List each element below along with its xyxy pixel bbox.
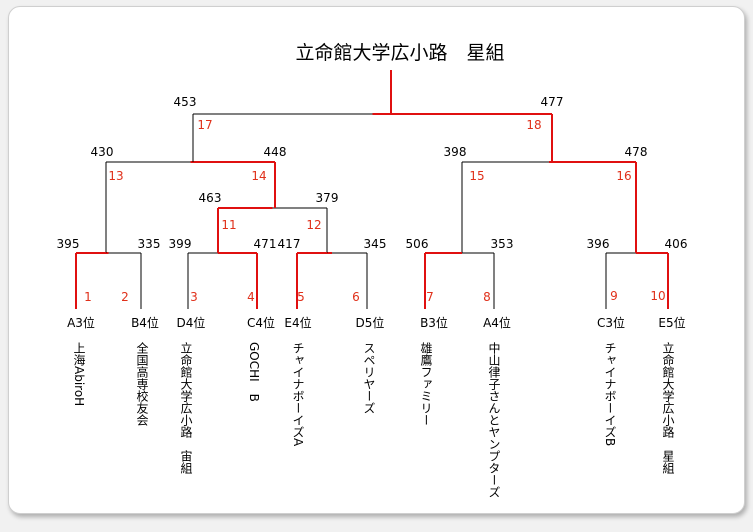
score-left: 417 [278, 237, 301, 251]
team-name: 全国高専校友会 [135, 341, 149, 427]
match-number: 15 [469, 169, 484, 183]
match-number: 17 [197, 118, 212, 132]
team-seed: A3位 [67, 315, 95, 330]
score-left: 395 [57, 237, 80, 251]
team-seed: B4位 [131, 315, 159, 330]
match-number: 7 [426, 290, 434, 304]
score-left: 453 [174, 95, 197, 109]
team-seed: D5位 [356, 315, 385, 330]
match-number: 14 [251, 169, 266, 183]
match-number: 13 [108, 169, 123, 183]
match-number: 8 [483, 290, 491, 304]
score-right: 477 [541, 95, 564, 109]
team-seed: C3位 [597, 315, 625, 330]
team-name: 雄鷹ファミリー [419, 341, 433, 426]
score-right: 448 [264, 145, 287, 159]
score-right: 406 [665, 237, 688, 251]
match-number: 4 [247, 290, 255, 304]
team-name: チャイナボーイズA [291, 342, 305, 447]
team-seed: A4位 [483, 315, 511, 330]
score-right: 345 [364, 237, 387, 251]
match-number: 3 [190, 290, 198, 304]
score-right: 471 [254, 237, 277, 251]
match-number: 16 [616, 169, 631, 183]
team-name: 中山律子さんとヤンプターズ [487, 341, 501, 498]
score-left: 463 [199, 191, 222, 205]
score-left: 396 [587, 237, 610, 251]
match-number: 9 [610, 289, 618, 303]
team-name: チャイナボーイズB [603, 342, 617, 446]
bracket-title: 立命館大学広小路 星組 [295, 42, 505, 64]
team-name: 立命館大学広小路 宙組 [179, 341, 193, 474]
team-seed: E5位 [658, 315, 685, 330]
match-number: 11 [221, 218, 236, 232]
team-name: スペリヤーズ [362, 342, 376, 414]
bracket-card [8, 6, 745, 514]
match-number: 5 [297, 290, 305, 304]
team-name: GOCHI B [247, 342, 261, 402]
team-seed: E4位 [284, 315, 311, 330]
team-name: 上海AbiroH [72, 342, 86, 407]
team-seed: C4位 [247, 315, 275, 330]
score-right: 335 [138, 237, 161, 251]
match-number: 6 [352, 290, 360, 304]
match-number: 1 [84, 290, 92, 304]
score-right: 379 [316, 191, 339, 205]
team-name: 立命館大学広小路 星組 [661, 341, 675, 474]
score-left: 399 [169, 237, 192, 251]
team-seed: D4位 [177, 315, 206, 330]
score-right: 353 [491, 237, 514, 251]
score-right: 478 [625, 145, 648, 159]
match-number: 10 [650, 289, 665, 303]
team-seed: B3位 [420, 315, 448, 330]
match-number: 2 [121, 290, 129, 304]
match-number: 18 [526, 118, 541, 132]
score-left: 430 [91, 145, 114, 159]
score-left: 398 [444, 145, 467, 159]
score-left: 506 [406, 237, 429, 251]
match-number: 12 [306, 218, 321, 232]
